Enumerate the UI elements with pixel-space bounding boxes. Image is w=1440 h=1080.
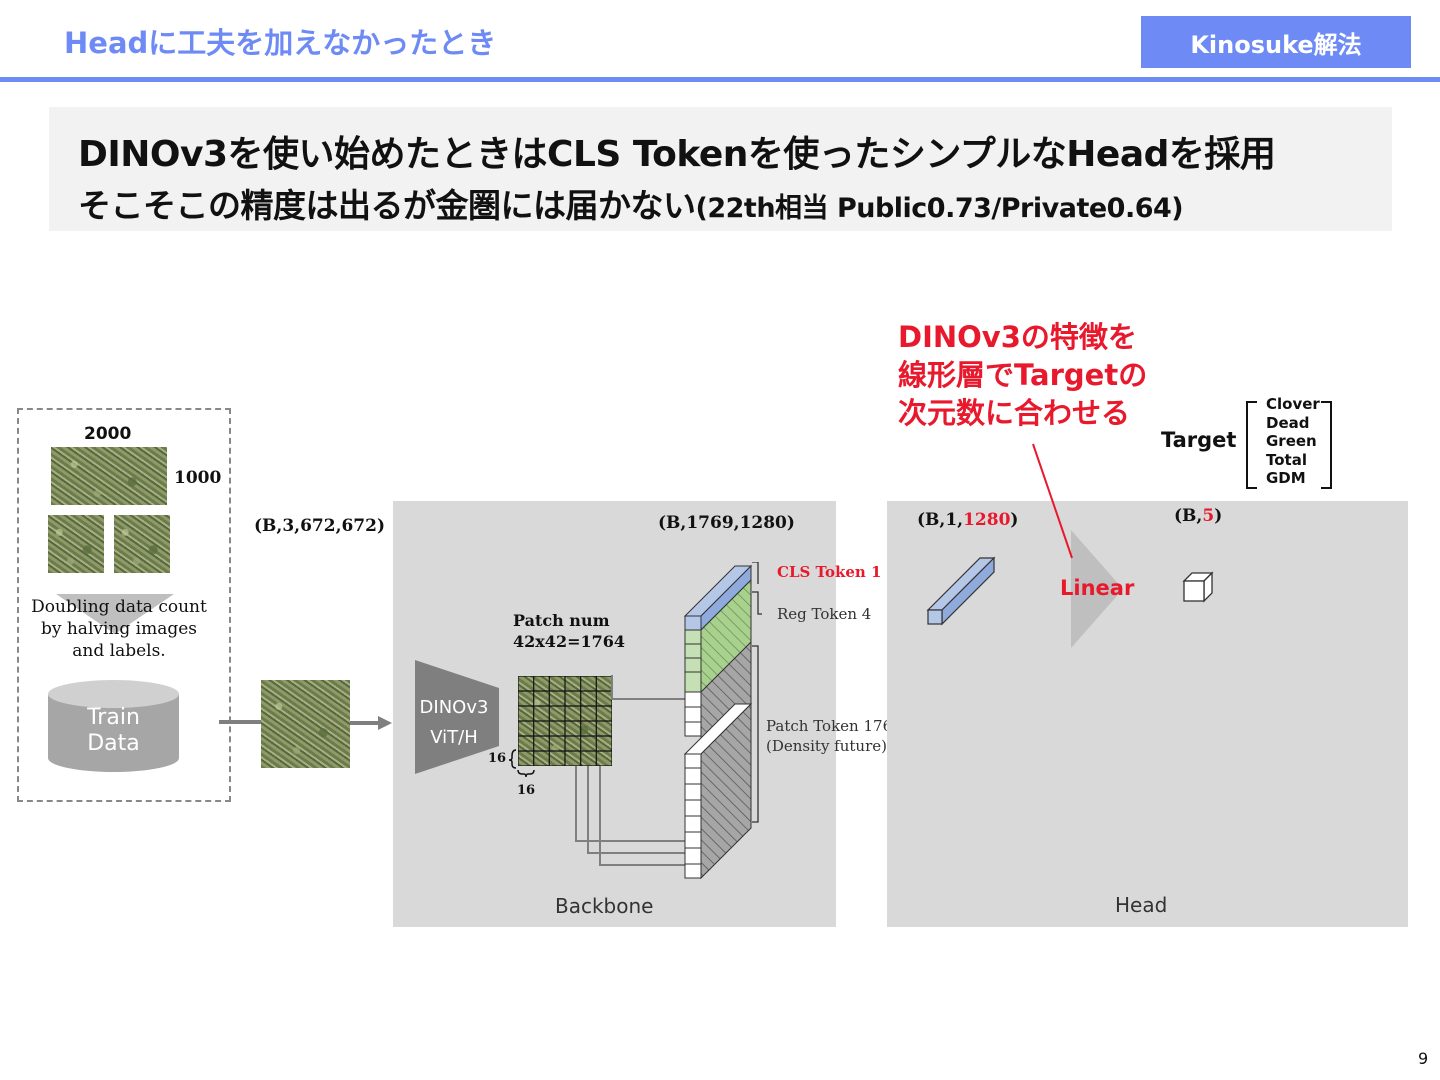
train-data-label: Data (87, 731, 140, 756)
half-grass-image-right (114, 515, 170, 573)
linear-layer-icon (1071, 530, 1123, 648)
annotation-pointer-line (1032, 443, 1073, 559)
summary-box (49, 107, 1392, 231)
output-cube-icon (1182, 571, 1214, 603)
summary-line-2-main: そこそこの精度は出るが金圏には届かない (78, 186, 696, 225)
summary-line-2-detail: (22th相当 Public0.73/Private0.64) (695, 193, 1184, 224)
header-divider (0, 77, 1440, 82)
head-output-shape: (B,5) (1174, 506, 1222, 526)
target-item: Dead (1266, 413, 1310, 432)
head-output-shape-prefix: (B, (1174, 506, 1203, 526)
cls-vector-icon (926, 556, 996, 626)
head-caption: Head (1115, 893, 1168, 917)
patch-size-height: 16 (488, 751, 507, 766)
dataset-caption-line: Doubling data count (31, 597, 207, 617)
annotation-line: DINOv3の特徴を (898, 320, 1137, 354)
model-variant: ViT/H (430, 727, 478, 748)
head-output-dim: 5 (1202, 506, 1215, 526)
encoder-trapezoid-icon (415, 660, 499, 774)
summary-line-2: そこそこの精度は出るが金圏には届かない(22th相当 Public0.73/Pr… (78, 179, 1184, 227)
half-grass-image-left (48, 515, 104, 573)
linear-label: Linear (1060, 576, 1135, 600)
target-label: Target (1161, 428, 1237, 452)
target-item: Total (1266, 450, 1307, 469)
reg-token-label: Reg Token 4 (777, 605, 872, 623)
arrow-to-input-icon (219, 720, 264, 724)
annotation-line: 次元数に合わせる (898, 396, 1131, 430)
input-shape-label: (B,3,672,672) (254, 516, 386, 536)
annotation-line: 線形層でTargetの (898, 358, 1148, 392)
head-input-dim: 1280 (963, 510, 1011, 530)
dataset-caption-line: by halving images (40, 619, 198, 639)
page-number: 9 (1418, 1049, 1429, 1068)
head-input-shape-suffix: ) (1010, 510, 1019, 530)
arrow-to-backbone-icon (350, 716, 392, 730)
target-item: Green (1266, 432, 1317, 451)
target-item: Clover (1266, 395, 1320, 413)
image-width-label: 2000 (84, 424, 132, 444)
head-input-shape: (B,1,1280) (917, 510, 1018, 530)
dataset-box (17, 408, 231, 802)
patch-num-title: Patch num (513, 611, 610, 630)
token-connector-lines (575, 675, 685, 866)
patch-grid-lines (518, 676, 612, 766)
solution-badge-label: Kinosuke解法 (1190, 30, 1362, 59)
full-grass-image (51, 447, 167, 505)
backbone-output-shape: (B,1769,1280) (658, 513, 795, 533)
token-stack (683, 564, 753, 880)
summary-line-1: DINOv3を使い始めたときはCLS Tokenを使ったシンプルなHeadを採用 (78, 134, 1276, 175)
target-brackets (1246, 401, 1332, 489)
head-input-shape-prefix: (B,1, (917, 510, 964, 530)
solution-badge: Kinosuke解法 (1141, 16, 1411, 68)
cls-token-label: CLS Token 1 (777, 563, 882, 581)
target-item: GDM (1266, 469, 1306, 488)
token-brackets (752, 562, 762, 823)
dataset-caption-line: and labels. (72, 641, 166, 661)
patch-token-label: Patch Token 1764 (766, 717, 902, 735)
patch-size-brackets (508, 749, 535, 778)
train-data-label: Train (87, 705, 140, 730)
backbone-caption: Backbone (555, 894, 654, 918)
patch-token-sublabel: (Density future) (766, 737, 887, 755)
database-icon (48, 680, 179, 772)
head-output-shape-suffix: ) (1214, 506, 1223, 526)
patch-size-width: 16 (517, 783, 536, 798)
patch-num-formula: 42x42=1764 (513, 632, 626, 651)
page-title: Headに工夫を加えなかったとき (64, 26, 497, 60)
model-name: DINOv3 (419, 697, 489, 718)
image-height-label: 1000 (174, 468, 222, 488)
input-grass-image (261, 680, 350, 768)
split-arrow-icon (56, 594, 174, 634)
